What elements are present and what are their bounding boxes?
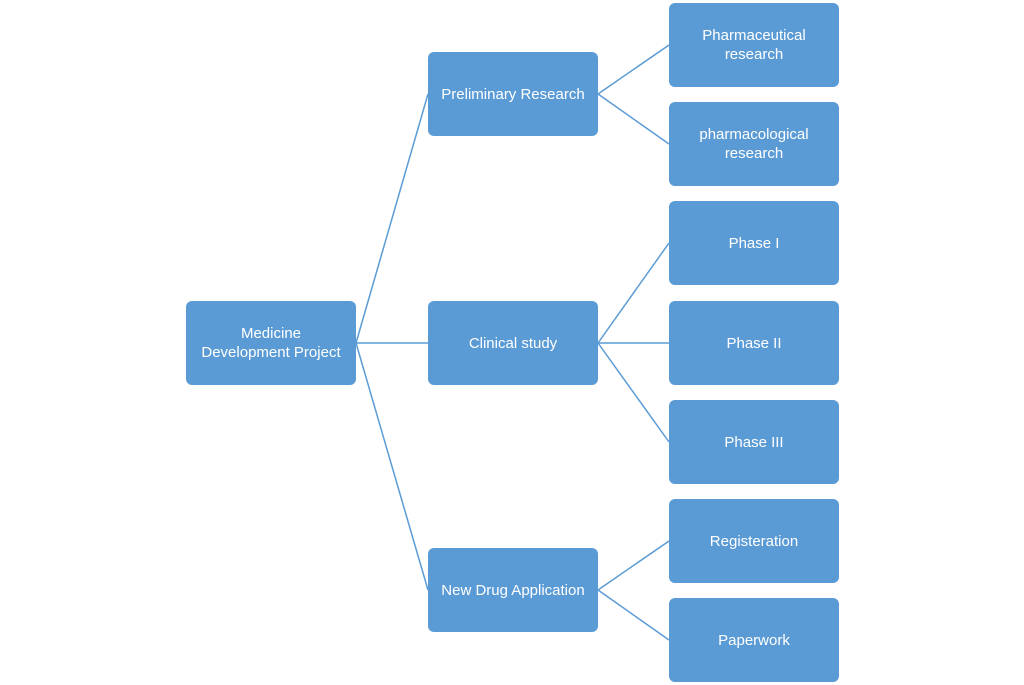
node-label: New Drug Application [441, 581, 585, 599]
node-new-drug-application: New Drug Application [428, 548, 598, 632]
node-clinical-study: Clinical study [428, 301, 598, 385]
node-label: Paperwork [718, 631, 790, 649]
node-phase-2: Phase II [669, 301, 839, 385]
node-label: pharmacological research [699, 126, 809, 162]
connector-root-nda [355, 342, 429, 591]
connector-preliminary-pharmacological [597, 93, 670, 145]
connector-preliminary-pharmaceutical [597, 44, 670, 95]
node-label: Phase III [724, 433, 784, 451]
connector-clinical-phase1 [597, 242, 670, 344]
connector-clinical-phase3 [597, 342, 670, 443]
node-preliminary-research: Preliminary Research [428, 52, 598, 136]
node-paperwork: Paperwork [669, 598, 839, 682]
node-pharmacological-research: pharmacological research [669, 102, 839, 186]
connector-nda-registration [597, 540, 670, 591]
node-phase-1: Phase I [669, 201, 839, 285]
connector-nda-paperwork [597, 589, 670, 641]
node-medicine-development-project: Medicine Development Project [186, 301, 356, 385]
node-label: Phase I [728, 234, 780, 252]
node-label: Preliminary Research [441, 85, 585, 103]
node-label: Phase II [726, 334, 782, 352]
node-registration: Registeration [669, 499, 839, 583]
node-label: Medicine Development Project [201, 325, 341, 361]
node-label: Clinical study [468, 334, 558, 352]
node-label: Pharmaceutical research [702, 27, 806, 63]
connector-root-preliminary [355, 93, 429, 344]
node-label: Registeration [709, 532, 799, 550]
node-pharmaceutical-research: Pharmaceutical research [669, 3, 839, 87]
node-phase-3: Phase III [669, 400, 839, 484]
